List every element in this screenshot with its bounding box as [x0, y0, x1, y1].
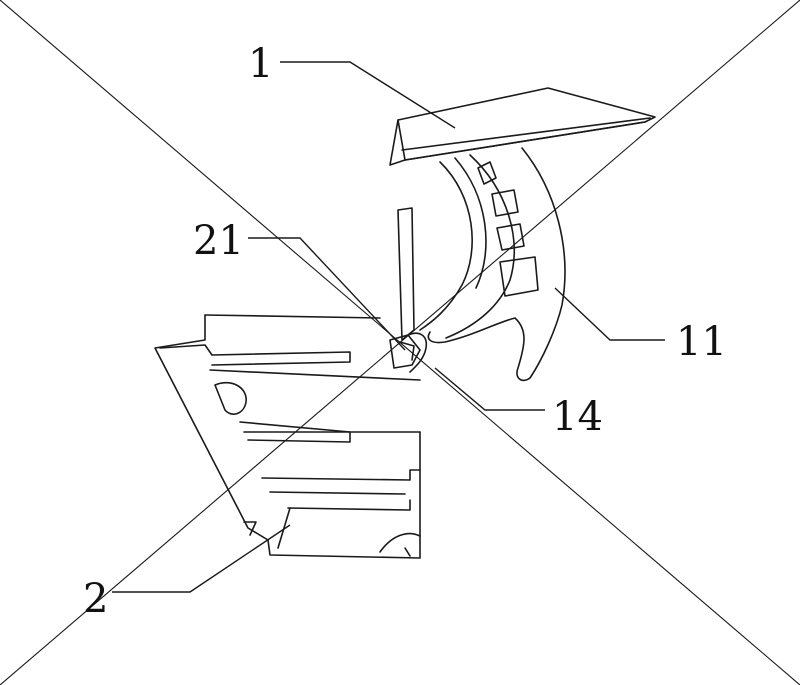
curved-arm [419, 147, 566, 382]
arm-slot [499, 256, 539, 297]
label-21: 21 [193, 218, 244, 264]
label-2: 2 [83, 576, 108, 622]
leader-lines [112, 61, 665, 593]
label-11: 11 [676, 319, 727, 365]
label-14: 14 [552, 394, 603, 440]
label-1: 1 [248, 41, 273, 87]
bottom-housing [154, 314, 421, 559]
arm-slot [496, 223, 525, 251]
top-plate [389, 87, 656, 166]
hinge [389, 332, 428, 373]
arm-slot [477, 161, 497, 185]
upright-tab [397, 207, 415, 341]
arm-slot [491, 189, 519, 217]
